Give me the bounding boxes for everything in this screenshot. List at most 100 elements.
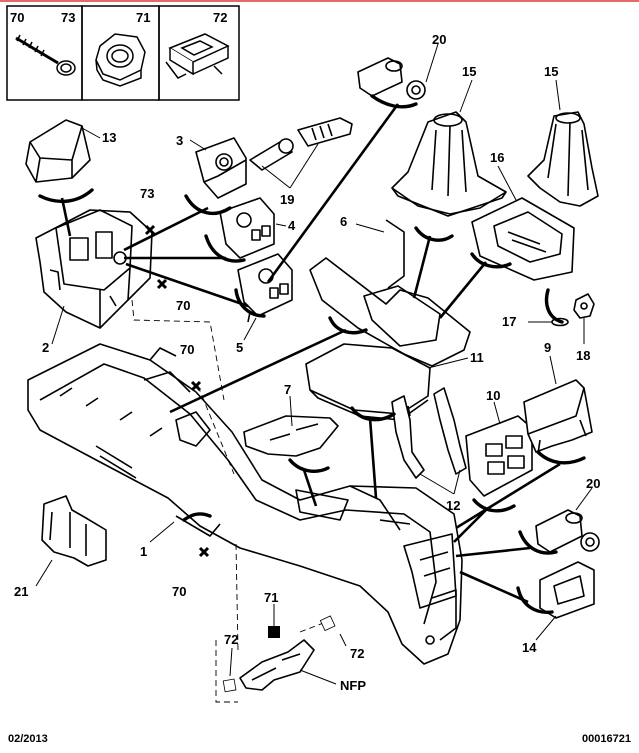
callout-5: 5: [236, 340, 243, 355]
connector-13-2: [60, 197, 72, 237]
leader-arc-10: [472, 498, 516, 513]
pointer-20a: [425, 43, 439, 83]
pointer-nfp: [299, 669, 337, 685]
leader-arc-20a: [370, 94, 418, 109]
leader-arc-7: [288, 458, 330, 473]
pointer-10: [493, 401, 501, 425]
guide-line-2: [131, 299, 225, 401]
clip-72a-marker: [222, 678, 237, 693]
part-14-ashtray: [539, 561, 595, 619]
part-9-rear-cover: [523, 379, 593, 455]
part-5-switch-panel: [237, 253, 293, 323]
pointer-20b: [575, 487, 593, 511]
pointer-12: [419, 469, 461, 495]
part-nfp-bracket: [239, 639, 315, 691]
callout-6: 6: [340, 214, 347, 229]
callout-1: 1: [140, 544, 147, 559]
leader-arc-16: [470, 252, 512, 269]
callout-72: 72: [350, 646, 364, 661]
callout-20: 20: [586, 476, 600, 491]
pointer-72a: [229, 647, 233, 677]
pointer-15b: [555, 79, 561, 111]
callout-7: 7: [284, 382, 291, 397]
pointer-1: [149, 521, 175, 543]
legend-box-nut: [81, 5, 160, 101]
callout-14: 14: [522, 640, 537, 655]
callout-nfp: NFP: [340, 678, 366, 693]
callout-70: 70: [176, 298, 190, 313]
callout-71: 71: [264, 590, 278, 605]
part-21-bracket: [41, 495, 107, 567]
callout-12: 12: [446, 498, 460, 513]
guide-line-1: [235, 543, 239, 651]
connector-20-5: [266, 103, 400, 283]
guide-line-nfp: [215, 640, 238, 703]
part-1-centre-console: [27, 343, 463, 665]
callout-73: 73: [140, 186, 154, 201]
part-16-trim: [471, 197, 575, 281]
pointer-9: [549, 355, 557, 385]
callout-70: 70: [172, 584, 186, 599]
leader-arc-1: [182, 512, 212, 522]
connector-9-console: [455, 462, 561, 530]
callout-4: 4: [288, 218, 296, 233]
pointer-4: [275, 223, 287, 227]
callout-15: 15: [462, 64, 476, 79]
pointer-6: [355, 223, 385, 233]
part-7-trim: [243, 415, 339, 457]
callout-15: 15: [544, 64, 558, 79]
part-10-panel: [465, 415, 533, 497]
clip-72b-marker: [319, 615, 336, 632]
callout-21: 21: [14, 584, 28, 599]
leader-arc-17: [544, 288, 564, 324]
leader-arc-15: [414, 226, 454, 242]
clip-icon: [165, 33, 230, 79]
footer-date: 02/2013: [8, 733, 48, 745]
part-15-gear-boot-left: [391, 111, 507, 217]
connector-14-console: [459, 570, 529, 604]
callout-70: 70: [180, 342, 194, 357]
leader-arc-13: [38, 188, 94, 204]
legend-box-clip: [158, 5, 240, 101]
fastener-70c-marker: [198, 546, 210, 558]
part-20-socket-lower: [535, 509, 600, 553]
pointer-7: [289, 395, 293, 427]
callout-17: 17: [502, 314, 516, 329]
callout-10: 10: [486, 388, 500, 403]
connector-16-6: [438, 261, 488, 319]
leader-arc-14: [516, 586, 554, 614]
legend-label-71: 71: [136, 10, 150, 25]
screw-icon: [15, 34, 76, 76]
pointer-72b: [339, 633, 347, 647]
callout-16: 16: [490, 150, 504, 165]
pointer-2: [51, 305, 65, 345]
connector-15-6: [412, 235, 432, 299]
pointer-13: [81, 127, 101, 139]
legend-label-70: 70: [10, 10, 24, 25]
callout-13: 13: [102, 130, 116, 145]
callout-2: 2: [42, 340, 49, 355]
pointer-3: [189, 139, 207, 151]
part-19-connectors: [249, 117, 353, 171]
part-13-cover: [25, 119, 91, 183]
callout-72: 72: [224, 632, 238, 647]
pointer-21: [35, 559, 53, 587]
part-15-gear-boot-right: [527, 111, 599, 207]
connector-7-console: [302, 469, 318, 507]
callout-3: 3: [176, 133, 183, 148]
callout-9: 9: [544, 340, 551, 355]
connector-3-2: [123, 206, 209, 252]
leader-arc-9: [536, 450, 586, 465]
leader-arc-20b: [518, 530, 558, 555]
guide-line-70: [197, 385, 235, 475]
pointer-19: [261, 143, 319, 189]
part-3-switch-panel: [195, 137, 247, 199]
footer-reference: 00016721: [582, 733, 631, 745]
callout-19: 19: [280, 192, 294, 207]
fastener-70a-marker: [156, 278, 168, 290]
callout-11: 11: [470, 350, 484, 365]
header-rule: [0, 0, 639, 2]
part-20-socket-upper: [357, 57, 426, 100]
fastener-70b-marker: [190, 380, 202, 392]
